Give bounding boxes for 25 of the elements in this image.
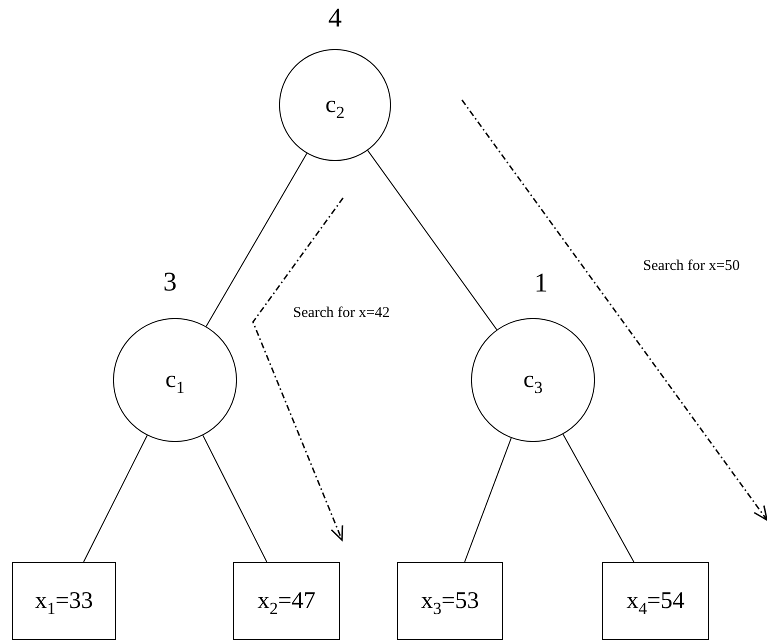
node-label: c$_{1}$: [165, 366, 185, 394]
tree-edge: [202, 434, 268, 562]
node-label: x$_{1}$=33: [34, 588, 94, 614]
node-count: 4: [328, 2, 342, 34]
tree-edge: [367, 150, 498, 330]
node-label: x$_{2}$=47: [257, 588, 316, 614]
tree-edge: [464, 438, 512, 562]
leaf-box: [397, 562, 503, 640]
search-note: Search for x=42: [293, 304, 391, 323]
tree-node-circle: [113, 318, 237, 442]
node-count: 3: [163, 266, 177, 298]
node-count: 1: [534, 268, 548, 298]
tree-edge: [562, 434, 634, 562]
leaf-box: [233, 562, 340, 640]
tree-node-circle: [471, 318, 595, 442]
node-label: c$_{3}$: [523, 366, 543, 394]
leaf-box: [602, 562, 709, 640]
tree-edge: [83, 434, 148, 562]
node-label: x$_{4}$=54: [626, 588, 685, 614]
node-label: x$_{3}$=53: [420, 588, 480, 614]
leaf-box: [12, 562, 116, 640]
tree-node-circle: [279, 49, 391, 161]
search-note: Search for x=50: [643, 257, 741, 276]
tree-edge: [206, 152, 308, 327]
node-label: c$_{2}$: [325, 92, 345, 118]
